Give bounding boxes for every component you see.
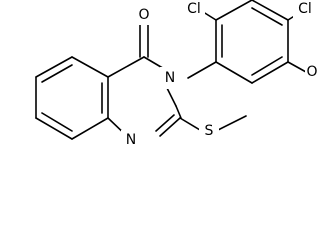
bond [41, 64, 73, 83]
label-bg [293, 0, 317, 18]
aryl-ring [215, 0, 289, 84]
label-bg [199, 120, 219, 140]
bond [251, 7, 283, 26]
bond [187, 61, 217, 79]
bond [215, 61, 253, 84]
bond [107, 56, 145, 78]
bond [175, 105, 182, 119]
bond [159, 117, 181, 137]
bond [251, 0, 289, 21]
molecule-structure: O N N S Cl Cl O [35, 0, 319, 150]
bond [287, 61, 307, 73]
carbonyl-oxygen-label: O [138, 7, 149, 23]
label-bg [133, 5, 155, 25]
ring-nitrogen-upper-label: N [165, 70, 175, 86]
bond [35, 56, 73, 78]
bond [251, 56, 283, 76]
bond [155, 114, 175, 132]
bond [35, 117, 73, 140]
bond [165, 85, 177, 107]
bond [71, 56, 109, 78]
bond [215, 0, 253, 21]
chlorine-top-label: Cl [187, 1, 201, 17]
ring-nitrogen-lower-label: N [126, 132, 136, 148]
bond [179, 117, 201, 131]
label-bg [160, 67, 180, 89]
sulfur-label: S [205, 123, 214, 139]
chlorine-right-label: Cl [298, 1, 312, 17]
bond [217, 115, 247, 131]
label-bg [183, 0, 205, 18]
bond [41, 112, 73, 132]
bond [251, 61, 289, 84]
label-bg [305, 62, 319, 82]
fused-benzene-ring [35, 56, 109, 140]
bond [71, 117, 109, 140]
label-bg [121, 130, 141, 150]
methoxy-oxygen-label: O [306, 64, 317, 80]
